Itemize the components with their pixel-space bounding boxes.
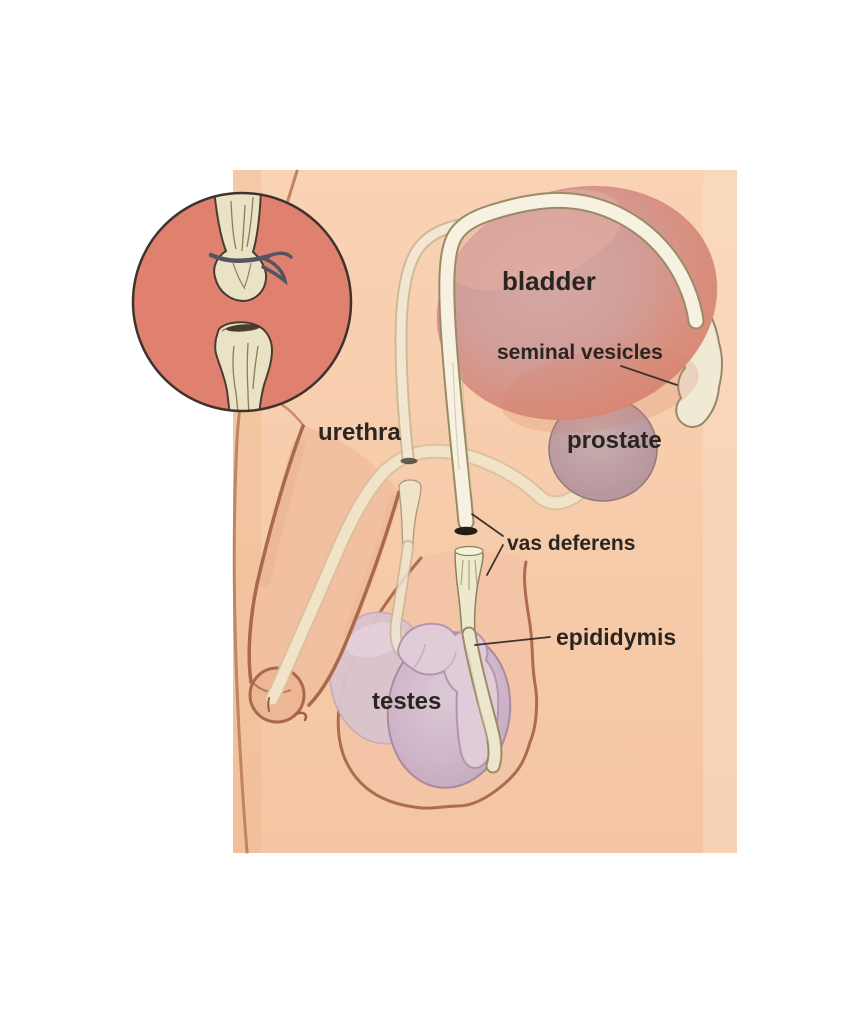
far-vas-deferens	[389, 218, 466, 656]
near-vas-cut-band	[454, 526, 478, 536]
label-prostate: prostate	[567, 427, 662, 454]
spermatic-cord	[461, 626, 503, 774]
vas-deferens-pointer-upper	[471, 513, 504, 537]
seminal-vesicles-pointer	[620, 365, 678, 386]
label-bladder: bladder	[502, 266, 596, 296]
labels: bladder seminal vesicles prostate urethr…	[318, 266, 676, 715]
label-seminal-vesicles: seminal vesicles	[497, 341, 663, 364]
label-testes: testes	[372, 688, 441, 715]
label-vas-deferens: vas deferens	[507, 532, 635, 555]
inset-suture-thread	[208, 251, 293, 286]
far-vas-cut-band	[400, 457, 418, 465]
label-epididymis: epididymis	[556, 624, 676, 650]
vas-deferens-pointer-lower	[486, 544, 504, 576]
urethra-tube	[264, 443, 591, 712]
epididymis-pointer	[474, 636, 551, 646]
far-vas-cut-end	[398, 479, 422, 548]
pointer-lines	[471, 365, 678, 646]
inset-circle-outline	[131, 191, 353, 413]
label-urethra: urethra	[318, 419, 401, 446]
vasectomy-inset	[131, 191, 353, 413]
near-vas-deferens	[438, 191, 705, 636]
inset-tied-vas-segment	[212, 193, 268, 303]
